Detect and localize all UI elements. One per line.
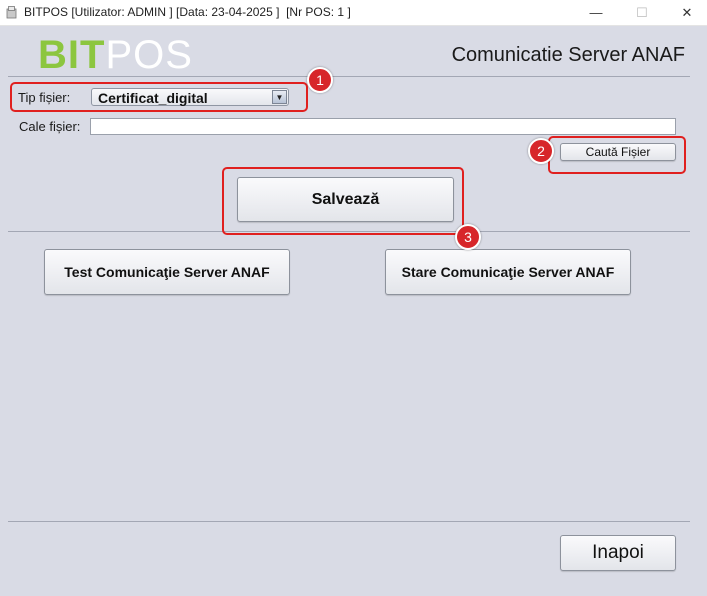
header-divider — [8, 76, 690, 77]
step-badge-2: 2 — [528, 138, 554, 164]
footer-divider — [8, 521, 690, 522]
highlight-box-browse — [548, 136, 686, 174]
logo-bit: BIT — [38, 33, 106, 77]
page-title: Comunicatie Server ANAF — [451, 44, 685, 66]
close-icon: ✕ — [681, 4, 693, 20]
test-anaf-connection-button[interactable]: Test Comunicaţie Server ANAF — [44, 249, 290, 295]
file-type-value: Certificat_digital — [98, 90, 208, 106]
browse-file-button[interactable]: Caută Fișier — [560, 143, 676, 161]
highlight-box-save — [222, 167, 464, 235]
file-type-label: Tip fișier: — [18, 90, 71, 105]
logo-pos: POS — [105, 33, 193, 77]
back-button[interactable]: Inapoi — [560, 535, 676, 571]
app-icon — [6, 6, 17, 19]
bitpos-logo: BITPOS — [38, 35, 193, 75]
window-titlebar: BITPOS [Utilizator: ADMIN ] [Data: 23-04… — [0, 0, 707, 26]
window-title: BITPOS [Utilizator: ADMIN ] [Data: 23-04… — [24, 5, 351, 19]
maximize-icon: ☐ — [636, 4, 648, 20]
file-type-select[interactable]: Certificat_digital ▼ — [91, 88, 289, 106]
step-badge-1: 1 — [307, 67, 333, 93]
file-path-label: Cale fișier: — [19, 119, 81, 134]
section-divider — [8, 231, 690, 232]
minimize-button[interactable]: — — [574, 0, 618, 25]
minimize-icon: — — [589, 5, 603, 20]
step-badge-3: 3 — [455, 224, 481, 250]
close-button[interactable]: ✕ — [665, 0, 707, 25]
dropdown-arrow-icon[interactable]: ▼ — [272, 90, 287, 104]
file-path-input[interactable] — [90, 118, 676, 135]
anaf-connection-status-button[interactable]: Stare Comunicaţie Server ANAF — [385, 249, 631, 295]
save-button[interactable]: Salvează — [237, 177, 454, 222]
maximize-button[interactable]: ☐ — [620, 0, 664, 25]
highlight-box-file-type — [10, 82, 308, 112]
